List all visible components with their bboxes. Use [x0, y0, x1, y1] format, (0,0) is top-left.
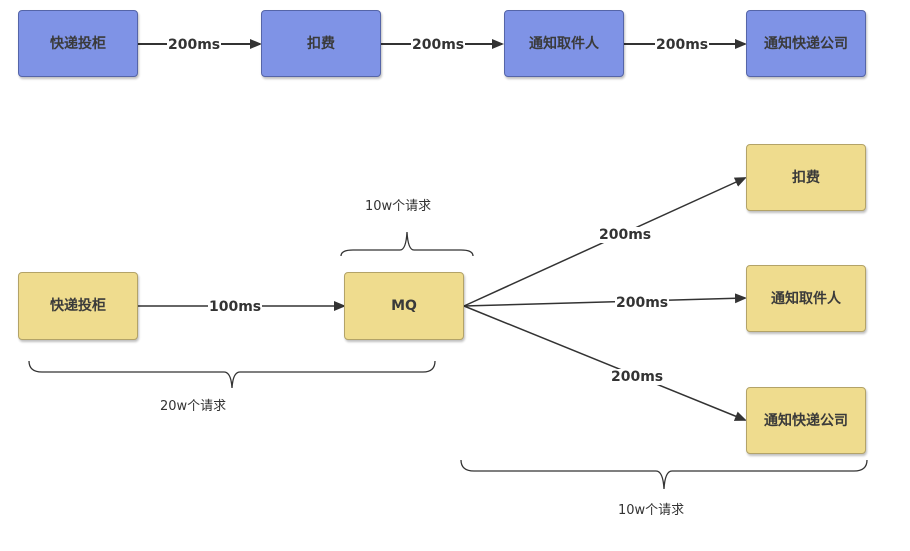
bottom-target-edge-3	[463, 305, 747, 421]
top-node-label: 通知快递公司	[764, 35, 848, 52]
bottom-source-edge-label: 100ms	[208, 299, 263, 315]
bottom-node-charge: 扣费	[746, 144, 866, 211]
bottom-target-edge-label-3: 200ms	[610, 369, 665, 385]
bottom-node-mq: MQ	[344, 272, 464, 340]
bottom-node-label: MQ	[391, 298, 417, 314]
targets-request-note: 10w个请求	[618, 503, 685, 518]
bottom-node-notify-recipient: 通知取件人	[746, 265, 866, 332]
bottom-node-express-locker: 快递投柜	[18, 272, 138, 340]
bottom-target-edge-label-2: 200ms	[615, 295, 670, 311]
bottom-node-label: 通知取件人	[771, 290, 841, 307]
top-node-charge: 扣费	[261, 10, 381, 77]
bottom-node-label: 通知快递公司	[764, 412, 848, 429]
top-node-label: 快递投柜	[50, 35, 106, 52]
bottom-node-label: 快递投柜	[50, 298, 106, 314]
bottom-node-notify-courier: 通知快递公司	[746, 387, 866, 454]
bottom-target-edge-label-1: 200ms	[598, 227, 653, 243]
targets-brace	[460, 459, 868, 490]
mq-brace	[340, 231, 474, 257]
top-node-label: 扣费	[307, 35, 335, 52]
top-edge-label-2: 200ms	[411, 37, 466, 53]
source-request-note: 20w个请求	[160, 399, 227, 414]
top-node-notify-courier: 通知快递公司	[746, 10, 866, 77]
mq-request-note: 10w个请求	[365, 199, 432, 214]
bottom-target-edge-2	[463, 293, 747, 307]
top-node-label: 通知取件人	[529, 35, 599, 52]
top-node-express-locker: 快递投柜	[18, 10, 138, 77]
top-edge-label-3: 200ms	[655, 37, 710, 53]
top-node-notify-recipient: 通知取件人	[504, 10, 624, 77]
source-brace	[28, 360, 436, 389]
top-edge-label-1: 200ms	[167, 37, 222, 53]
bottom-node-label: 扣费	[792, 169, 820, 186]
